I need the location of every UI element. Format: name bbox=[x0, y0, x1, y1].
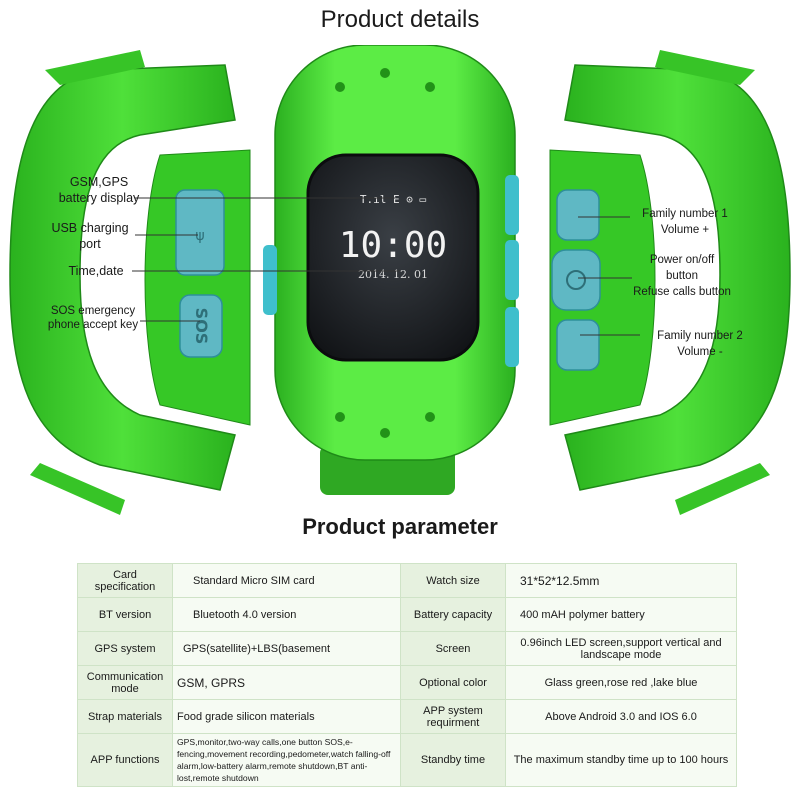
table-row: GPS system GPS(satellite)+LBS(basement S… bbox=[77, 631, 737, 666]
watch-time: 10:00 bbox=[339, 225, 447, 266]
sos-button-label: SOS bbox=[192, 308, 211, 345]
gsm-callout: GSM,GPS battery display bbox=[58, 175, 140, 205]
param-key: Battery capacity bbox=[400, 597, 506, 632]
table-row: BT version Bluetooth 4.0 version Battery… bbox=[77, 597, 737, 632]
table-row: Card specification Standard Micro SIM ca… bbox=[77, 563, 737, 598]
param-key: Standby time bbox=[400, 733, 506, 787]
param-value: 400 mAH polymer battery bbox=[505, 597, 737, 632]
param-key: Card specification bbox=[77, 563, 173, 598]
param-value: 31*52*12.5mm bbox=[505, 563, 737, 598]
power-button bbox=[551, 249, 601, 311]
param-value: Standard Micro SIM card bbox=[172, 563, 401, 598]
callout-lines bbox=[132, 197, 640, 336]
watch-date: 2014. 12. 01 bbox=[358, 268, 428, 281]
param-value: 0.96inch LED screen,support vertical and… bbox=[505, 631, 737, 666]
usb-callout: USB charging port bbox=[51, 221, 129, 251]
svg-text:ψ: ψ bbox=[195, 228, 204, 244]
param-value: GSM, GPRS bbox=[172, 665, 401, 700]
param-key: GPS system bbox=[77, 631, 173, 666]
param-key: Screen bbox=[400, 631, 506, 666]
table-row: Communication mode GSM, GPRS Optional co… bbox=[77, 665, 737, 700]
family1-button bbox=[556, 189, 600, 241]
sos-button: SOS bbox=[179, 294, 223, 358]
left-strap bbox=[9, 50, 251, 515]
param-key: Communication mode bbox=[77, 665, 173, 700]
watch-illustration: T.ıl E ⊙ ▭ 10:00 2014. 12. 01 ψ SOS bbox=[9, 45, 791, 515]
status-icons: T.ıl E ⊙ ▭ bbox=[360, 193, 427, 206]
table-row: Strap materials Food grade silicon mater… bbox=[77, 699, 737, 734]
family2-button bbox=[556, 319, 600, 371]
param-key: APP system requirment bbox=[400, 699, 506, 734]
power-callout: Power on/off button Refuse calls button bbox=[633, 254, 731, 298]
parameter-table: Card specification Standard Micro SIM ca… bbox=[77, 563, 737, 787]
param-value: The maximum standby time up to 100 hours bbox=[505, 733, 737, 787]
usb-port-cover: ψ bbox=[175, 189, 225, 276]
param-key: Strap materials bbox=[77, 699, 173, 734]
param-value: Food grade silicon materials bbox=[172, 699, 401, 734]
param-value: Glass green,rose red ,lake blue bbox=[505, 665, 737, 700]
param-key: Watch size bbox=[400, 563, 506, 598]
param-value: Above Android 3.0 and IOS 6.0 bbox=[505, 699, 737, 734]
param-key: BT version bbox=[77, 597, 173, 632]
param-key: Optional color bbox=[400, 665, 506, 700]
time-date-callout: Time,date bbox=[68, 264, 124, 278]
param-value: GPS(satellite)+LBS(basement bbox=[172, 631, 401, 666]
param-value: Bluetooth 4.0 version bbox=[172, 597, 401, 632]
product-details-title: Product details bbox=[320, 6, 480, 33]
watch-body: T.ıl E ⊙ ▭ 10:00 2014. 12. 01 bbox=[263, 45, 519, 495]
table-row: APP functions GPS,monitor,two-way calls,… bbox=[77, 733, 737, 787]
product-parameter-title: Product parameter bbox=[302, 514, 498, 539]
param-value: GPS,monitor,two-way calls,one button SOS… bbox=[172, 733, 401, 787]
family2-callout: Family number 2 Volume - bbox=[657, 330, 743, 358]
sos-callout: SOS emergency phone accept key bbox=[47, 305, 139, 331]
family1-callout: Family number 1 Volume + bbox=[642, 208, 728, 236]
param-key: APP functions bbox=[77, 733, 173, 787]
